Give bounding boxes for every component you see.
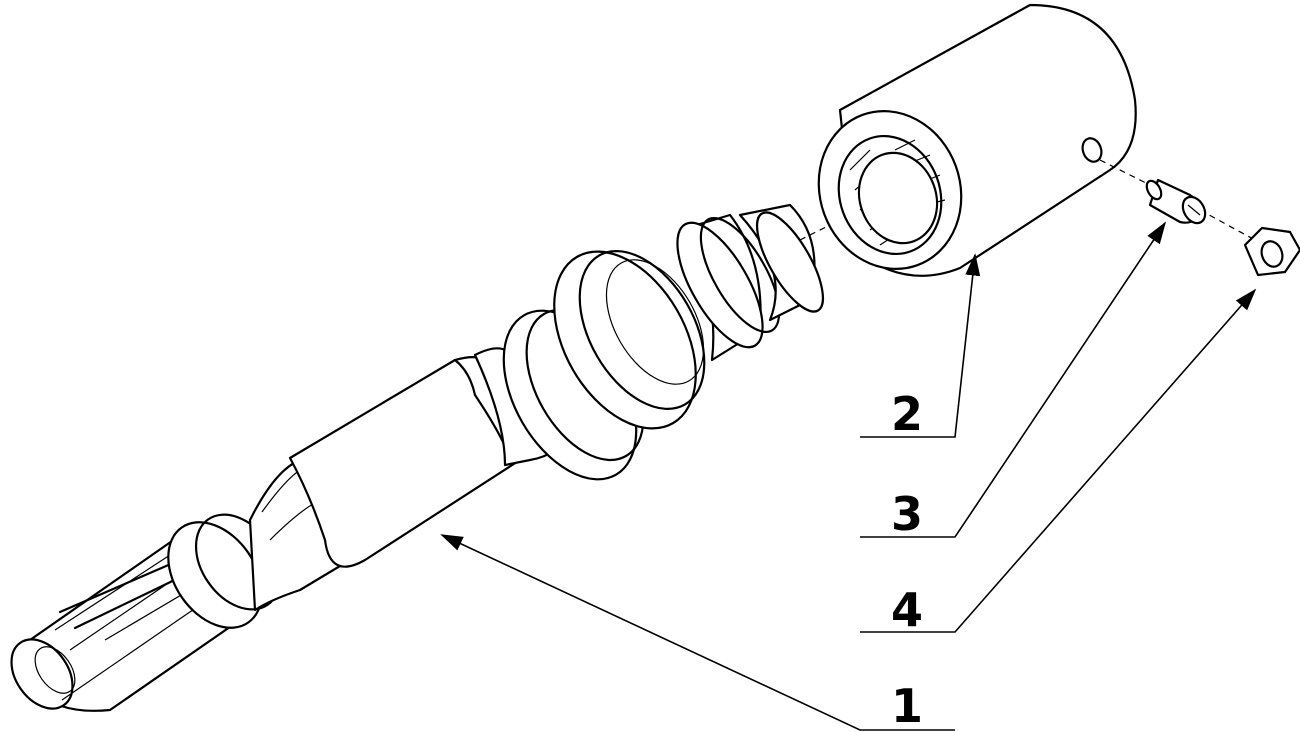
callout-4: 4 — [891, 583, 923, 637]
leader-lines — [440, 221, 1257, 731]
part-2-splined-sleeve — [817, 3, 1137, 277]
part-1-shaft — [10, 203, 825, 712]
leader-line-4 — [860, 288, 1257, 633]
part-4-nut — [1243, 226, 1300, 277]
part-3-set-screw — [1145, 178, 1207, 225]
leader-line-1 — [440, 534, 955, 731]
callout-3: 3 — [891, 487, 923, 541]
callout-2: 2 — [891, 387, 923, 441]
callout-1: 1 — [891, 679, 923, 732]
fastener-axis-2 — [1199, 209, 1256, 241]
leader-line-2 — [860, 253, 981, 438]
leader-line-3 — [860, 221, 1167, 538]
